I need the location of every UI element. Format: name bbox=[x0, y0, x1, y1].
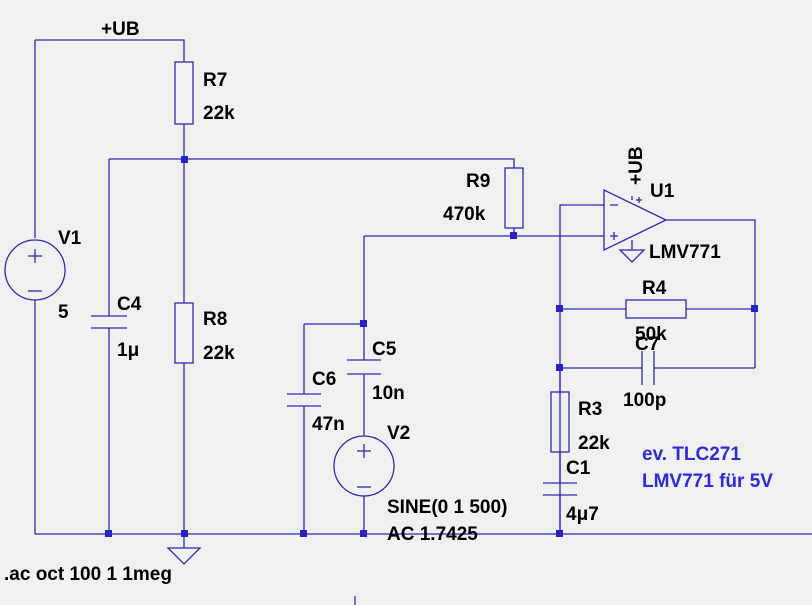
junction-nodes bbox=[105, 156, 758, 537]
note-line-2: LMV771 für 5V bbox=[642, 471, 773, 492]
c4-value: 1μ bbox=[117, 340, 139, 361]
c4-name: C4 bbox=[117, 294, 142, 315]
r3-name: R3 bbox=[578, 399, 602, 420]
r4-value: 50k bbox=[635, 324, 667, 345]
ground-symbol bbox=[166, 547, 202, 565]
u1-model: LMV771 bbox=[649, 242, 721, 263]
note-line-1: ev. TLC271 bbox=[642, 444, 741, 465]
capacitor-c1[interactable] bbox=[543, 482, 577, 496]
capacitor-c4[interactable] bbox=[91, 315, 127, 329]
resistor-r9[interactable] bbox=[504, 167, 524, 229]
c5-value: 10n bbox=[372, 383, 405, 404]
v2-value-sine: SINE(0 1 500) bbox=[387, 497, 507, 518]
opamp-u1[interactable] bbox=[603, 188, 668, 263]
supply-label: +UB bbox=[101, 19, 140, 40]
capacitor-c5[interactable] bbox=[347, 359, 381, 375]
wires bbox=[34, 39, 812, 605]
capacitor-c6[interactable] bbox=[287, 393, 321, 407]
c6-value: 47n bbox=[312, 414, 345, 435]
c5-name: C5 bbox=[372, 339, 397, 360]
voltage-source-v2[interactable] bbox=[333, 435, 395, 497]
c6-name: C6 bbox=[312, 369, 336, 390]
r8-value: 22k bbox=[203, 343, 235, 364]
resistor-r7[interactable] bbox=[174, 61, 194, 125]
spice-directive[interactable]: .ac oct 100 1 1meg bbox=[4, 564, 172, 585]
r7-value: 22k bbox=[203, 103, 235, 124]
c1-value: 4μ7 bbox=[566, 504, 599, 525]
r8-name: R8 bbox=[203, 309, 227, 330]
u1-name: U1 bbox=[650, 181, 675, 202]
v2-name: V2 bbox=[387, 423, 410, 444]
r9-value: 470k bbox=[443, 204, 486, 225]
resistor-r3[interactable] bbox=[550, 391, 570, 453]
voltage-source-v1[interactable] bbox=[4, 239, 66, 301]
v1-value: 5 bbox=[58, 302, 69, 323]
v1-name: V1 bbox=[58, 228, 82, 249]
resistor-r8[interactable] bbox=[174, 302, 194, 364]
c7-value: 100p bbox=[623, 390, 666, 411]
r3-value: 22k bbox=[578, 433, 610, 454]
r9-name: R9 bbox=[466, 171, 490, 192]
u1-supply-label: +UB bbox=[626, 146, 647, 185]
r7-name: R7 bbox=[203, 70, 227, 91]
capacitor-c7[interactable] bbox=[641, 351, 655, 385]
c1-name: C1 bbox=[566, 458, 591, 479]
c7-name: C7 bbox=[635, 334, 659, 355]
resistor-r4[interactable] bbox=[625, 299, 687, 319]
r4-name: R4 bbox=[642, 278, 667, 299]
v2-value-ac: AC 1.7425 bbox=[387, 524, 478, 545]
